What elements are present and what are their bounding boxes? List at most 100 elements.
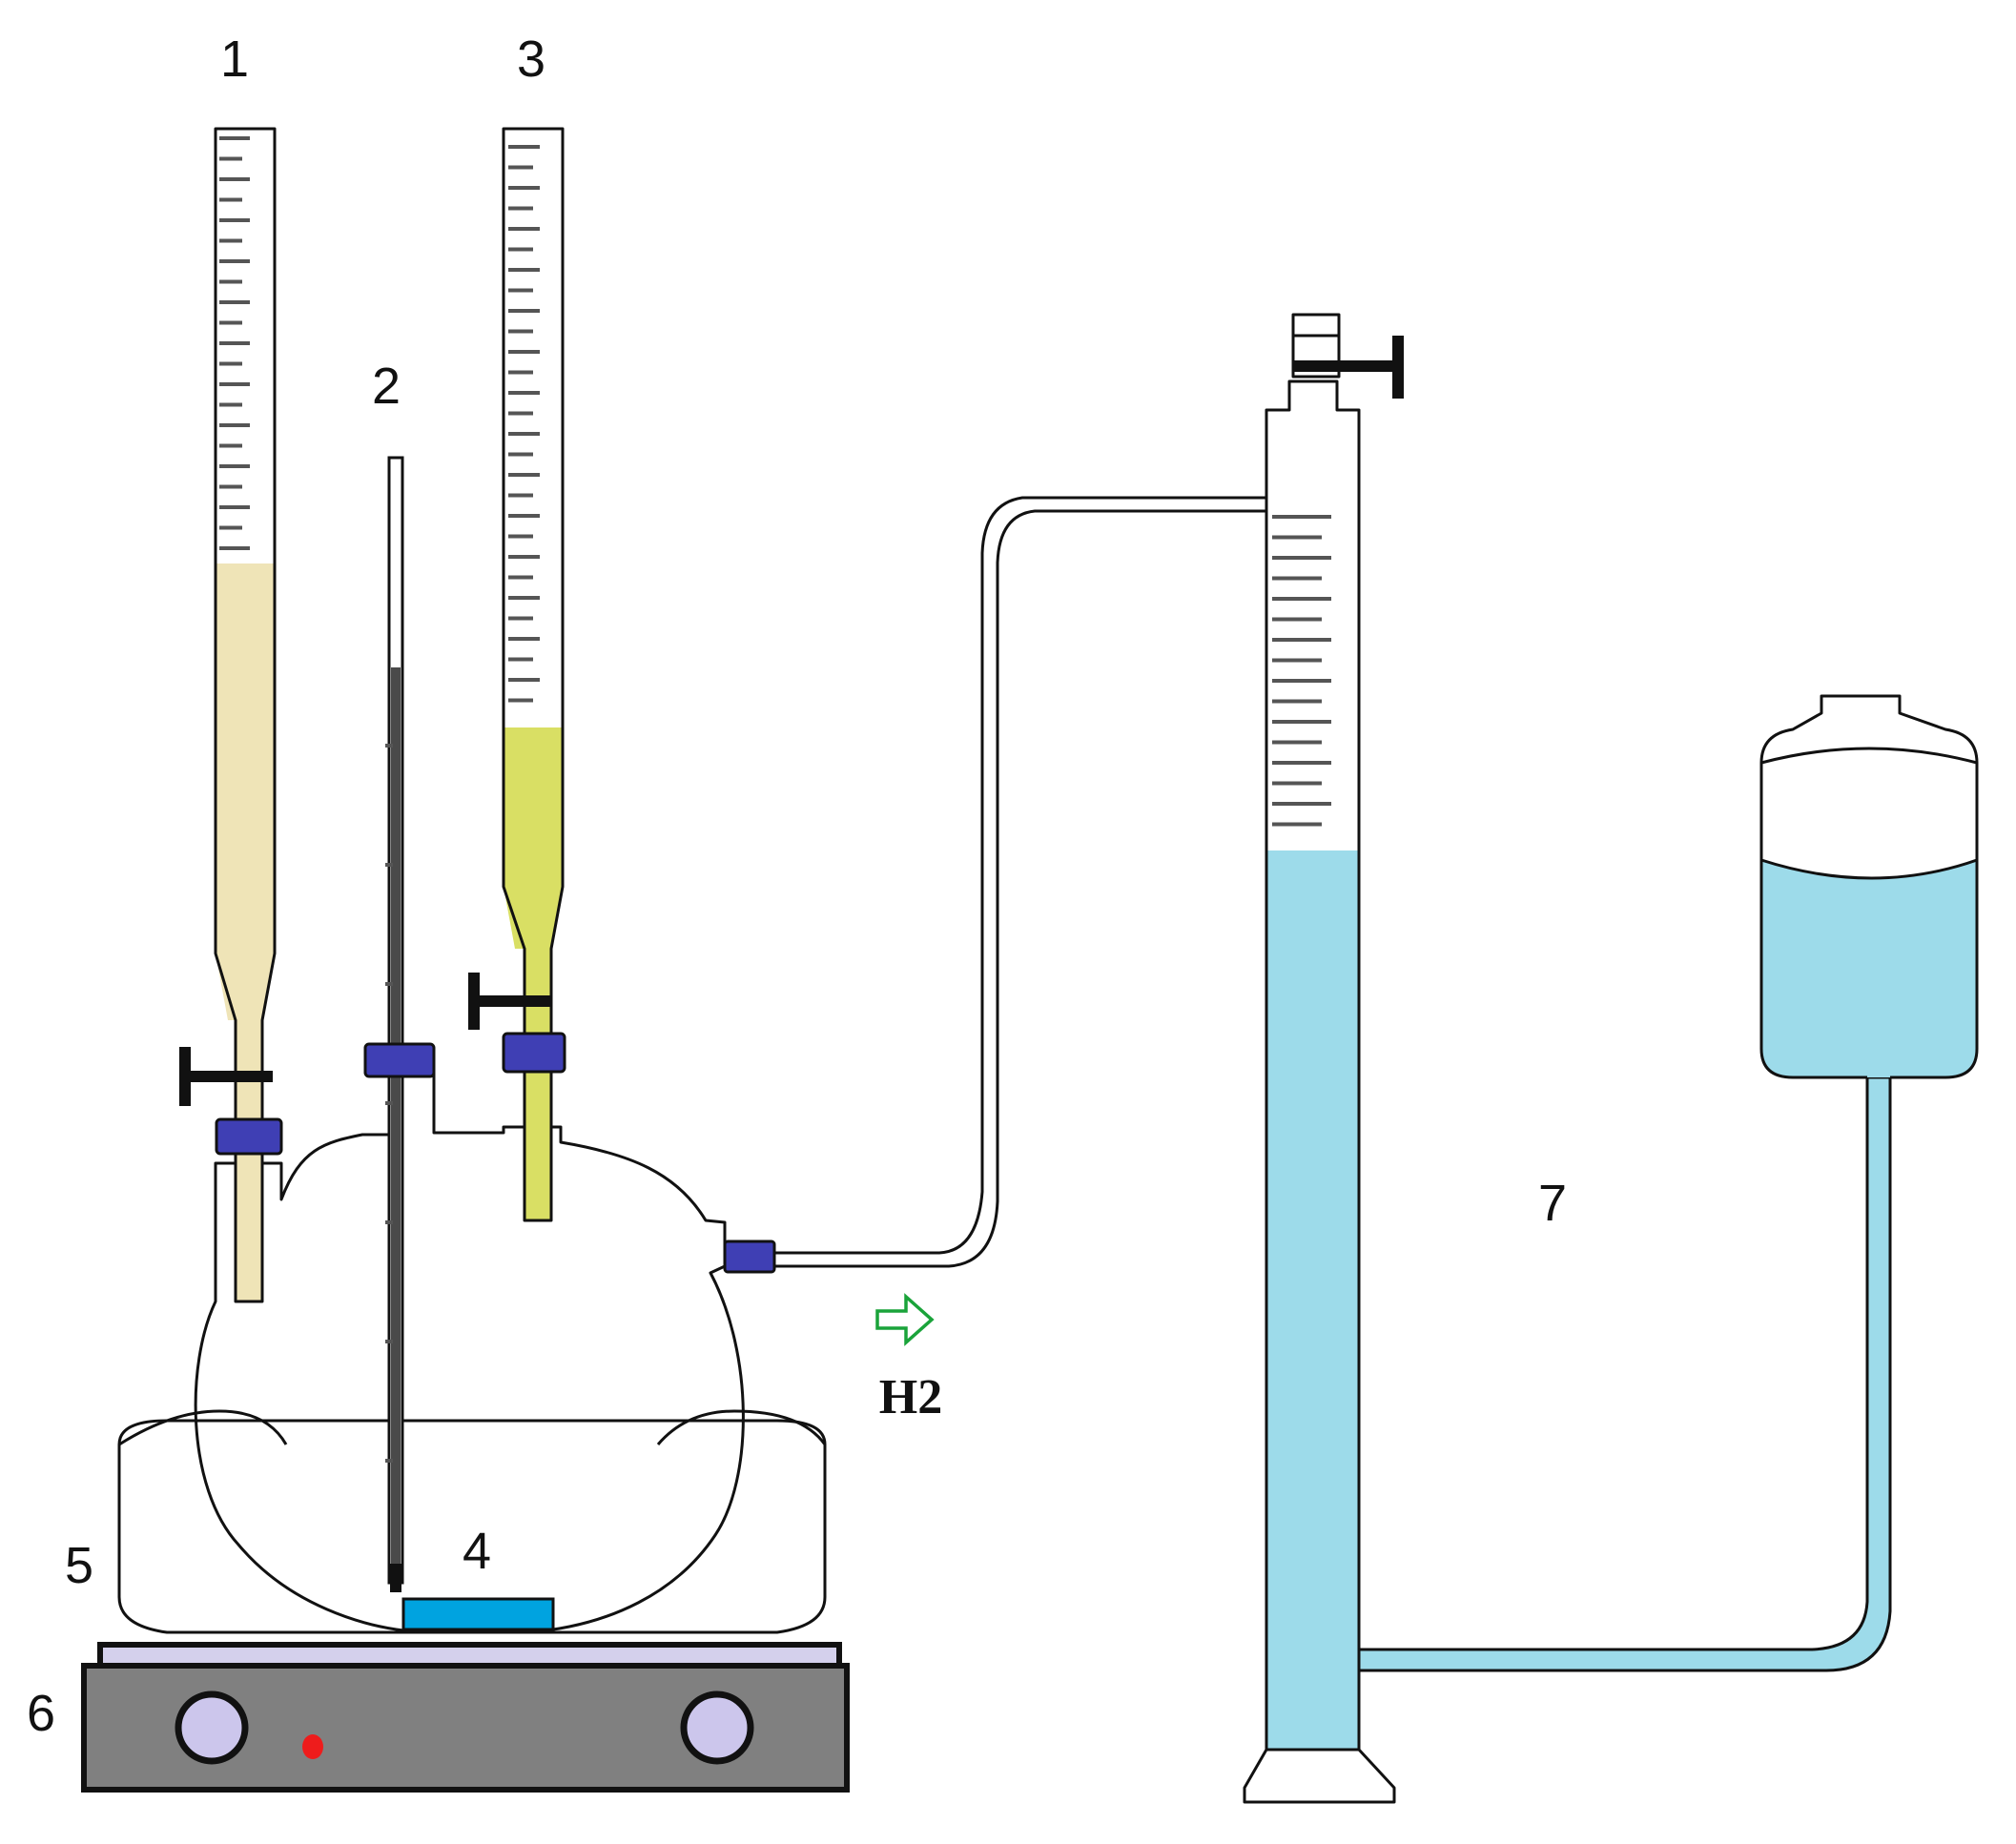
thermometer-tick	[385, 1459, 393, 1463]
burette-tick	[1272, 740, 1322, 745]
leveling-bulb-meniscus	[1760, 858, 1978, 880]
funnel-1-outline	[214, 127, 277, 1303]
funnel-3-tick	[508, 391, 540, 395]
burette-tick	[1272, 638, 1331, 642]
funnel-3-tick	[508, 657, 533, 662]
funnel-1-tick	[219, 136, 250, 140]
funnel-3-tick	[508, 616, 533, 621]
funnel-3-tick	[508, 432, 540, 436]
burette-tick	[1272, 699, 1322, 704]
delivery-tube-inner	[774, 509, 1266, 1268]
label-thermometer-2: 2	[372, 358, 401, 415]
stopcock-3-icon	[468, 973, 551, 1030]
funnel-1-tick	[219, 361, 242, 366]
funnel-1-tick	[219, 197, 242, 202]
burette-tick	[1272, 597, 1331, 601]
funnel-1-tick	[219, 218, 250, 222]
funnel-1-tick	[219, 259, 250, 263]
thermometer-ticks	[385, 744, 393, 1463]
funnel-3-tick	[508, 698, 533, 703]
label-stir-bar-4: 4	[463, 1523, 491, 1580]
funnel-1-clamp	[215, 1117, 283, 1156]
label-funnel-3: 3	[517, 31, 545, 88]
stirrer-hot-plate	[81, 1642, 850, 1793]
dropping-funnel-1	[179, 127, 283, 1303]
funnel-1-tick	[219, 484, 242, 489]
funnel-1-tick	[219, 279, 242, 284]
funnel-3-tick	[508, 493, 533, 498]
gas-burette	[1243, 313, 1404, 1804]
funnel-1-liquid	[216, 563, 275, 954]
three-neck-flask	[194, 1047, 745, 1634]
funnel-1-tick	[219, 177, 250, 181]
knob-right-icon	[680, 1690, 754, 1765]
delivery-tube-outer	[774, 496, 1266, 1255]
funnel-3-tick	[508, 678, 540, 682]
thermometer	[363, 456, 436, 1592]
funnel-3-tick	[508, 411, 533, 416]
burette-water	[1266, 850, 1359, 1750]
knob-left-icon	[175, 1690, 249, 1765]
magnetic-stir-bar	[401, 1597, 555, 1631]
funnel-3-tick	[508, 452, 533, 457]
funnel-1-tick	[219, 238, 242, 243]
funnel-3-tick	[508, 575, 533, 580]
funnel-3-tick	[508, 206, 533, 211]
burette-tick	[1272, 761, 1331, 765]
funnel-1-tick	[219, 505, 250, 509]
thermometer-tick	[385, 1340, 393, 1343]
funnel-3-tick	[508, 145, 540, 149]
thermometer-scale	[391, 667, 401, 1583]
burette-tick	[1272, 781, 1322, 786]
funnel-1-tick	[219, 525, 242, 530]
burette-tick	[1272, 617, 1322, 622]
leveling-bulb-water	[1761, 860, 1977, 1077]
funnel-1-graduations	[219, 136, 250, 550]
funnel-1-liquid-stem	[236, 1020, 262, 1302]
label-gas-h2: H2	[879, 1370, 942, 1424]
funnel-3-tick	[508, 473, 540, 477]
burette-base	[1243, 1748, 1396, 1804]
gas-flow-arrow-icon	[875, 1293, 935, 1346]
burette-tick	[1272, 556, 1331, 560]
funnel-3-tick	[508, 186, 540, 190]
burette-tick	[1272, 658, 1322, 663]
burette-tick	[1272, 535, 1322, 540]
burette-stopper	[1291, 313, 1341, 379]
funnel-3-tick	[508, 165, 533, 170]
heating-bath	[117, 1409, 827, 1634]
leveling-bulb-shoulder	[1760, 747, 1978, 765]
funnel-1-tick	[219, 464, 250, 468]
thermometer-bulb	[390, 1564, 401, 1592]
funnel-1-tick	[219, 341, 250, 345]
funnel-3-tick	[508, 309, 540, 313]
funnel-3-tick	[508, 370, 533, 375]
funnel-1-tick	[219, 443, 242, 448]
funnel-1-tick	[219, 382, 250, 386]
indicator-light-icon	[302, 1734, 323, 1759]
label-heating-bath-5: 5	[65, 1537, 93, 1594]
thermometer-tick	[385, 744, 393, 748]
hot-plate-top	[97, 1642, 842, 1669]
funnel-3-tick	[508, 596, 540, 600]
label-funnel-1: 1	[220, 31, 249, 88]
burette-tick	[1272, 576, 1322, 581]
thermometer-tick	[385, 1101, 393, 1105]
leveling-bulb-outline	[1759, 694, 1979, 1079]
heating-bath-body	[117, 1419, 827, 1634]
funnel-3-tick	[508, 534, 533, 539]
heating-bath-rim	[118, 1409, 288, 1446]
funnel-1-tick	[219, 423, 250, 427]
funnel-1-tick	[219, 156, 242, 161]
stopcock-1-icon	[179, 1047, 273, 1106]
funnel-3-tick	[508, 268, 540, 272]
burette-tick	[1272, 802, 1331, 806]
funnel-1-tick	[219, 300, 250, 304]
burette-graduations	[1272, 515, 1331, 827]
thermometer-tick	[385, 982, 393, 986]
funnel-3-graduations	[508, 145, 540, 703]
gas-delivery-tube	[723, 496, 1266, 1274]
funnel-1-tick	[219, 320, 242, 325]
funnel-1-tick	[219, 402, 242, 407]
funnel-3-tick	[508, 555, 540, 559]
